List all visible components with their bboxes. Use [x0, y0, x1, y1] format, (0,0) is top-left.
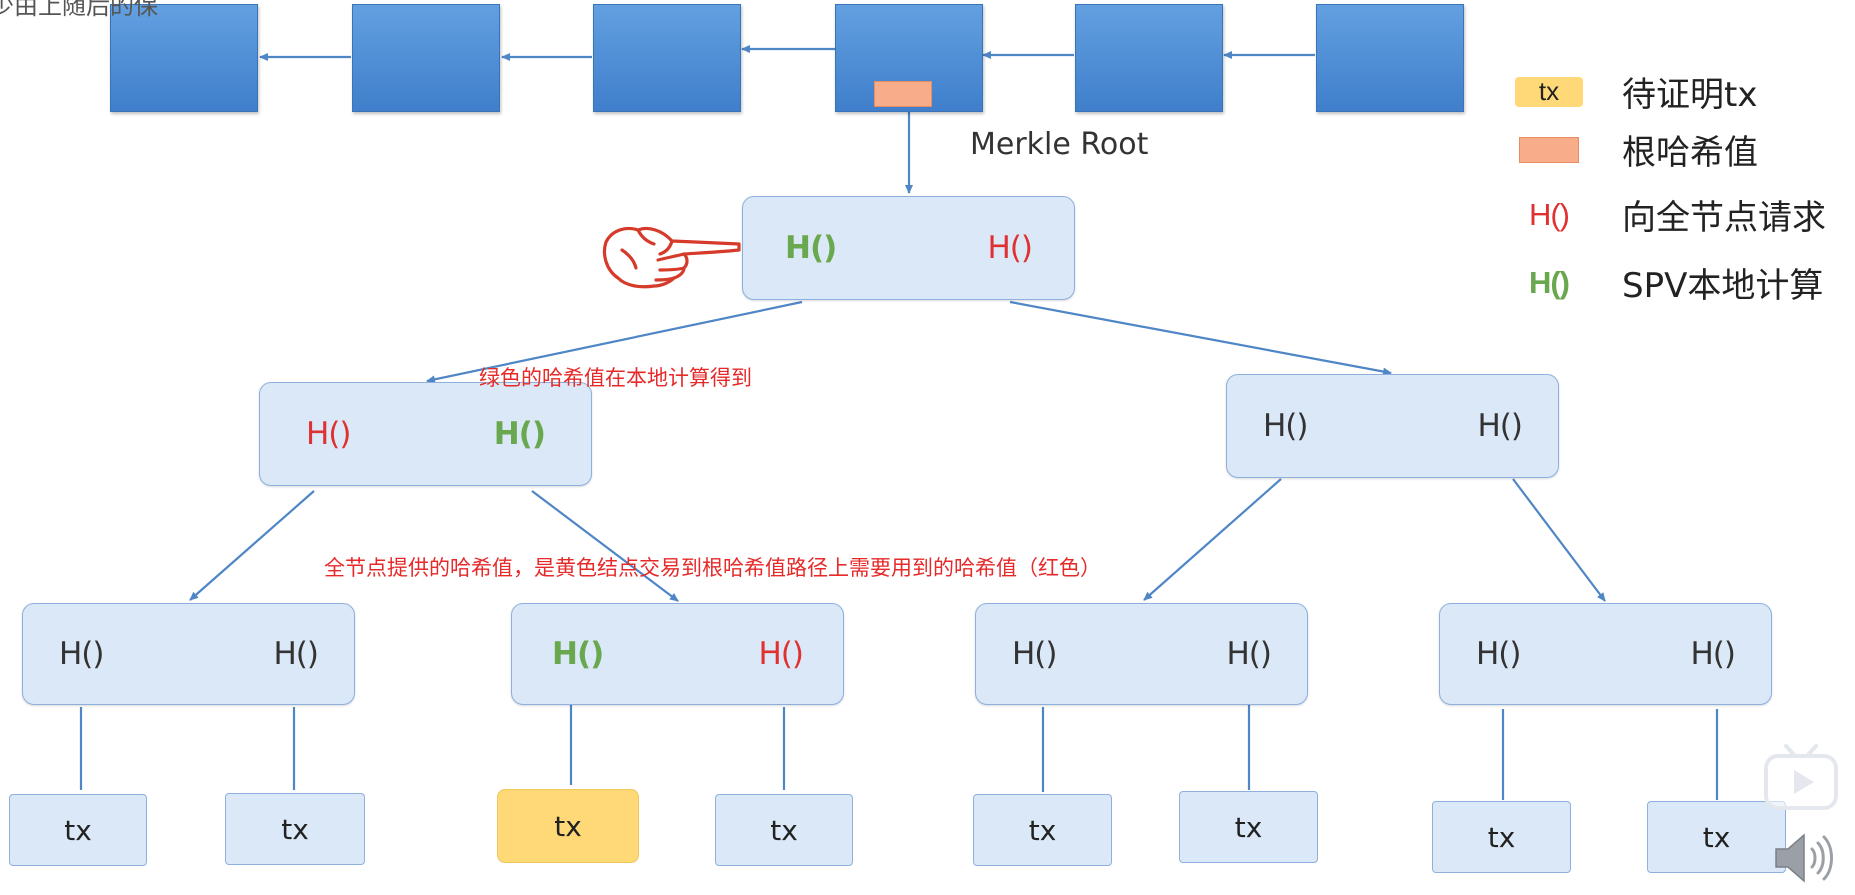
leaf-tx-8: tx	[1647, 801, 1786, 873]
level2-node-b: H() H()	[511, 603, 844, 705]
leaf-tx-7: tx	[1432, 801, 1571, 873]
pointing-hand-icon	[602, 226, 741, 289]
legend-row-requested: H() 向全节点请求	[1514, 190, 1826, 239]
level2-c-hash-right: H()	[1226, 636, 1272, 672]
level1-right-node: H() H()	[1226, 374, 1559, 478]
level2-c-hash-left: H()	[1012, 636, 1057, 672]
block-1	[110, 4, 258, 112]
tree-edge	[1512, 478, 1606, 602]
level2-b-hash-left: H()	[552, 636, 604, 672]
tree-edge	[426, 300, 803, 384]
level2-node-c: H() H()	[975, 603, 1308, 705]
note-full-node-hash: 全节点提供的哈希值，是黄色结点交易到根哈希值路径上需要用到的哈希值（红色）	[324, 556, 1101, 580]
legend-text-local: SPV本地计算	[1622, 266, 1824, 306]
merkle-root-label: Merkle Root	[970, 127, 1149, 162]
leaf-tx-4: tx	[715, 794, 853, 866]
level2-d-hash-left: H()	[1476, 636, 1521, 672]
speaker-icon[interactable]	[1770, 825, 1840, 891]
level1-right-hash-b: H()	[1477, 408, 1523, 444]
leaf-tx-2: tx	[225, 793, 365, 865]
legend-swatch-target-tx: tx	[1515, 76, 1583, 107]
block-6	[1316, 4, 1464, 112]
cut-off-heading: 少由上随后的保	[0, 0, 158, 20]
tree-edge	[189, 490, 315, 601]
leaf-tx-1: tx	[9, 794, 147, 866]
level2-node-d: H() H()	[1439, 603, 1772, 705]
level2-a-hash-right: H()	[273, 636, 319, 672]
tree-edge	[1143, 478, 1282, 601]
level1-right-hash-a: H()	[1263, 408, 1308, 444]
level1-left-hash-a: H()	[306, 416, 351, 452]
legend-text-root-hash: 根哈希值	[1622, 133, 1758, 173]
level2-b-hash-right: H()	[758, 636, 804, 672]
level1-left-node: H() H()	[259, 382, 592, 486]
tree-edge	[531, 490, 679, 602]
root-left-hash: H()	[785, 230, 837, 266]
tree-edge	[1009, 300, 1392, 376]
merkle-root-hash	[874, 81, 932, 107]
block-2	[352, 4, 500, 112]
block-3	[593, 4, 741, 112]
leaf-tx-target: tx	[497, 789, 639, 863]
legend-text-requested: 向全节点请求	[1622, 198, 1826, 238]
block-4	[835, 4, 983, 112]
block-5	[1075, 4, 1223, 112]
bilibili-tv-icon[interactable]	[1762, 742, 1840, 814]
legend-row-target-tx: tx 待证明tx	[1514, 67, 1757, 116]
legend-text-target-tx: 待证明tx	[1622, 75, 1758, 115]
note-local-hash: 绿色的哈希值在本地计算得到	[479, 366, 752, 390]
level2-node-a: H() H()	[22, 603, 355, 705]
leaf-tx-5: tx	[973, 794, 1112, 866]
legend-swatch-requested: H()	[1528, 196, 1570, 232]
legend-row-root-hash: 根哈希值	[1514, 125, 1758, 174]
level1-left-hash-b: H()	[493, 416, 546, 452]
level2-d-hash-right: H()	[1690, 636, 1736, 672]
root-right-hash: H()	[987, 230, 1033, 266]
legend-swatch-root-hash	[1519, 136, 1579, 163]
legend-row-local: H() SPV本地计算	[1514, 258, 1823, 307]
tree-root-node: H() H()	[742, 196, 1075, 300]
leaf-tx-6: tx	[1179, 791, 1318, 863]
legend-swatch-local: H()	[1528, 264, 1570, 300]
level2-a-hash-left: H()	[59, 636, 104, 672]
